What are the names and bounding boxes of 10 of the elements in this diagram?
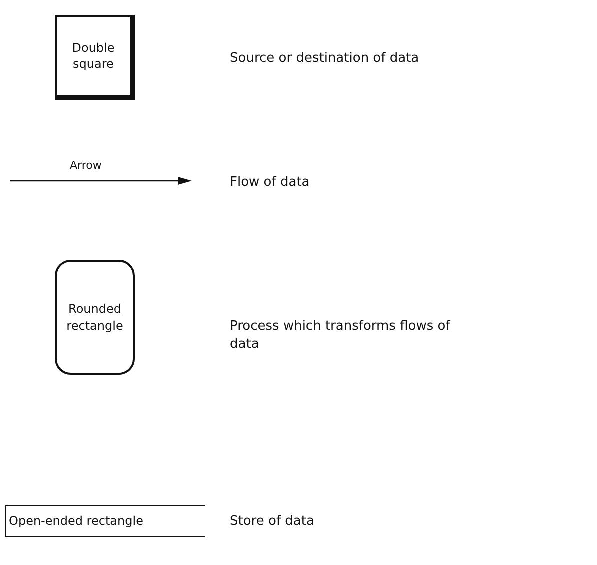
arrow-label: Arrow <box>70 158 102 174</box>
description-text: Flow of data <box>230 174 310 192</box>
node-text: Double square <box>71 40 116 72</box>
rounded-rectangle <box>55 260 135 375</box>
node-text: Rounded rectangle <box>66 301 124 334</box>
description-text: Process which transforms flows of data <box>230 318 452 354</box>
description-text: Source or destination of data <box>230 50 420 68</box>
description-text: Store of data <box>230 513 314 531</box>
double-square-box <box>55 15 135 100</box>
node-text: Open-ended rectangle <box>9 512 144 530</box>
